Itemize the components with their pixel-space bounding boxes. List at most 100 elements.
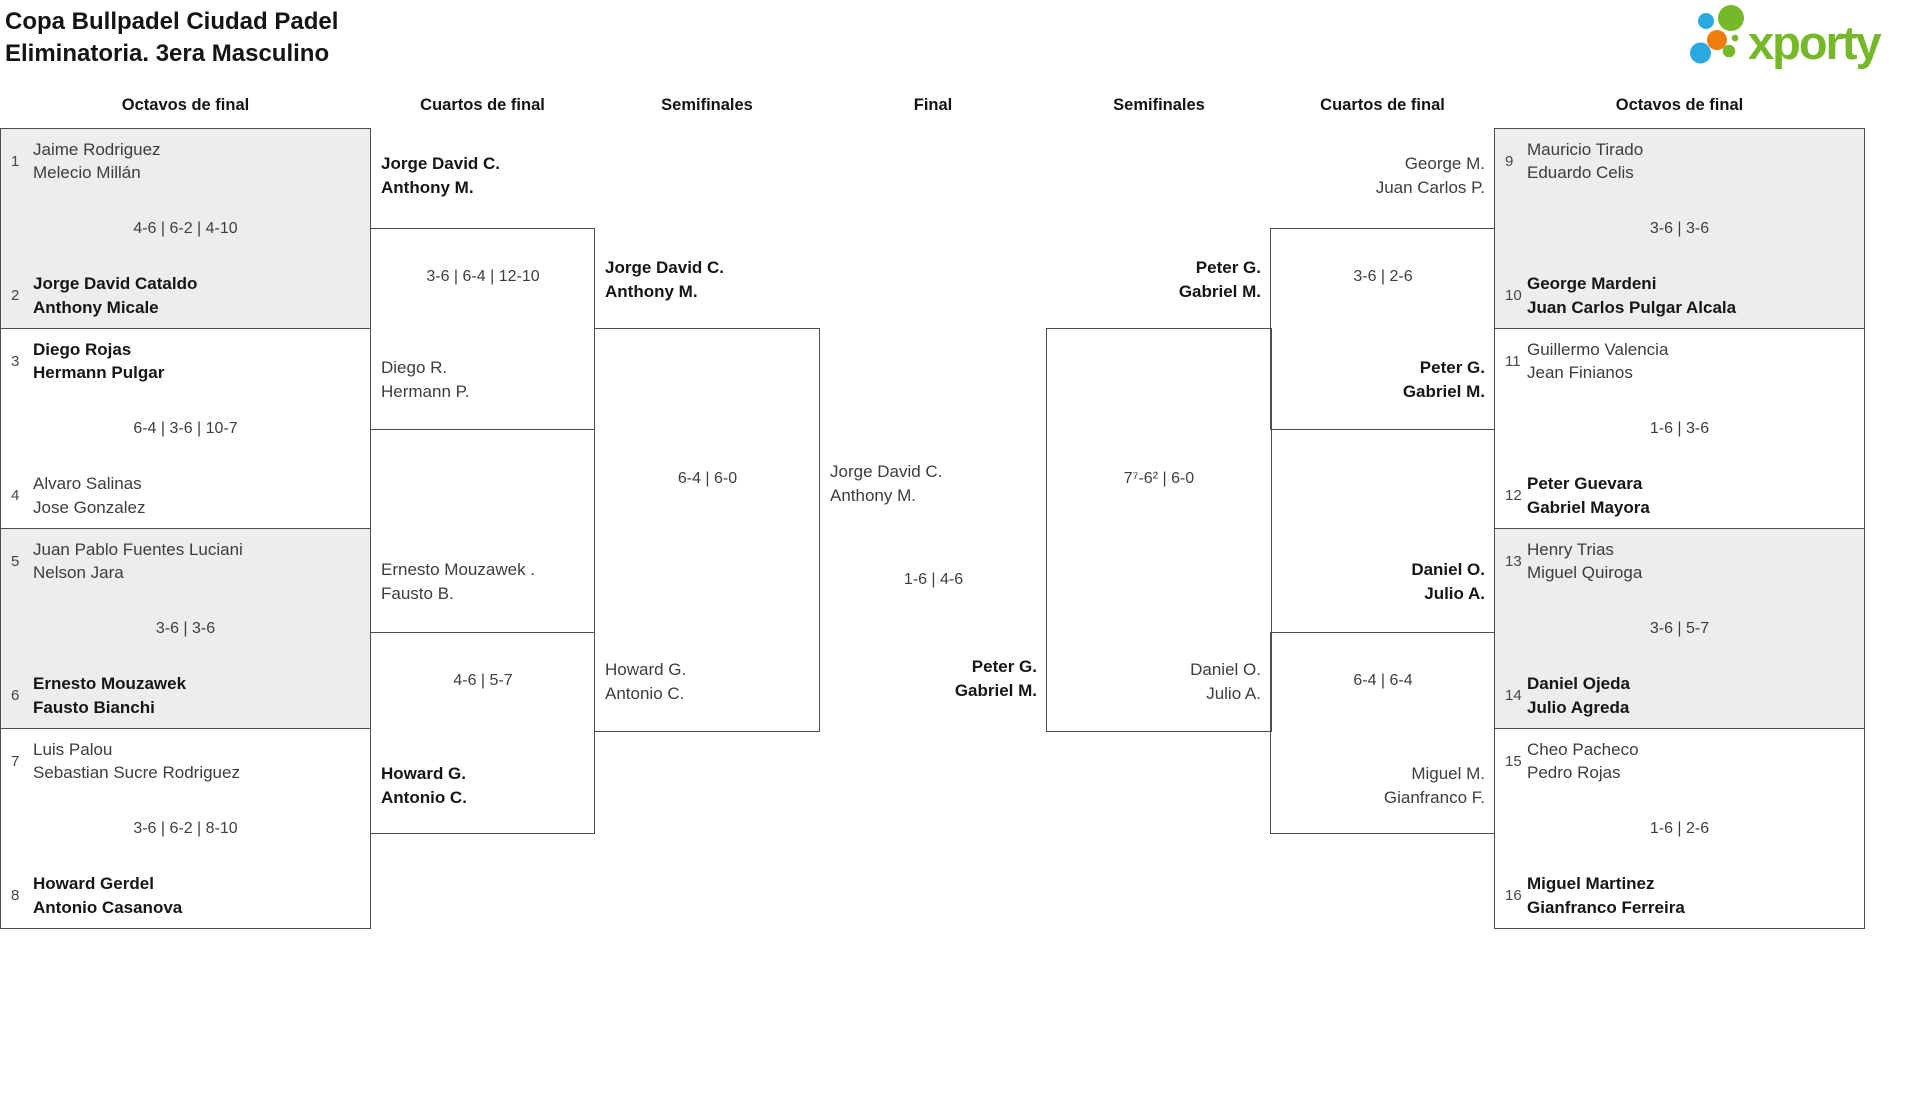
xporty-logo[interactable]: xporty	[1688, 4, 1918, 74]
player-name: Alvaro Salinas	[33, 474, 142, 494]
player-name: Anthony Micale	[33, 297, 159, 317]
player-name: Ernesto Mouzawek	[33, 674, 187, 694]
match-row-3-4: 3 Diego Rojas Hermann Pulgar 6-4 | 3-6 |…	[1, 329, 370, 529]
team-names: Alvaro Salinas Jose Gonzalez	[33, 472, 145, 519]
player-name: Jorge David Cataldo	[33, 274, 198, 294]
player-name: Peter G.	[1195, 258, 1261, 277]
player-name: Ernesto Mouzawek .	[381, 560, 536, 579]
team-entry: 8 Howard Gerdel Antonio Casanova	[11, 872, 360, 919]
qf-right-1-score: 3-6 | 2-6	[1353, 268, 1413, 285]
player-name: Pedro Rojas	[1527, 763, 1621, 783]
seed-number: 3	[11, 352, 20, 370]
player-name: Nelson Jara	[33, 563, 124, 583]
round-header-r16-left: Octavos de final	[121, 96, 250, 114]
team-names: Peter Guevara Gabriel Mayora	[1527, 472, 1650, 519]
player-name: Peter G.	[1419, 358, 1485, 377]
team-entry: 2 Jorge David Cataldo Anthony Micale	[11, 272, 360, 319]
match-row-5-6: 5 Juan Pablo Fuentes Luciani Nelson Jara…	[1, 529, 370, 729]
team-entry: 11 Guillermo Valencia Jean Finianos	[1505, 338, 1854, 385]
player-name: Diego Rojas	[33, 340, 132, 359]
team-entry: 5 Juan Pablo Fuentes Luciani Nelson Jara	[11, 538, 360, 585]
team-names: Jaime Rodriguez Melecio Millán	[33, 138, 161, 185]
player-name: Daniel O.	[1411, 560, 1485, 579]
team-names: Diego Rojas Hermann Pulgar	[33, 338, 164, 385]
bracket-subtitle: Eliminatoria. 3era Masculino	[5, 39, 330, 67]
player-name: Miguel M.	[1411, 764, 1485, 783]
player-name: Anthony M.	[381, 177, 474, 197]
sf-right-bottom-team: Daniel O. Julio A.	[1047, 658, 1261, 706]
logo-dots-icon: xporty	[1690, 5, 1884, 69]
match-row-13-14: 13 Henry Trias Miguel Quiroga 3-6 | 5-7 …	[1495, 529, 1864, 729]
player-name: Fausto B.	[381, 583, 454, 603]
player-name: Miguel Quiroga	[1527, 563, 1643, 583]
player-name: Anthony M.	[830, 485, 916, 505]
qf-right-2-score: 6-4 | 6-4	[1353, 672, 1413, 689]
team-entry: 16 Miguel Martinez Gianfranco Ferreira	[1505, 872, 1854, 919]
match-row-15-16: 15 Cheo Pacheco Pedro Rojas 1-6 | 2-6 16…	[1495, 729, 1864, 928]
player-name: George M.	[1404, 154, 1485, 173]
tournament-name: Copa Bullpadel Ciudad Padel	[5, 8, 339, 35]
team-entry: 10 George Mardeni Juan Carlos Pulgar Alc…	[1505, 272, 1854, 319]
seed-number: 7	[11, 752, 20, 770]
seed-number: 2	[11, 287, 20, 305]
qf-left-1-top-team: Jorge David C. Anthony M.	[381, 152, 500, 200]
player-name: Gabriel M.	[1402, 381, 1485, 401]
final-left-team: Jorge David C. Anthony M.	[830, 460, 942, 508]
team-names: Mauricio Tirado Eduardo Celis	[1527, 138, 1643, 185]
player-name: Jorge David C.	[381, 154, 501, 173]
team-names: Jorge David Cataldo Anthony Micale	[33, 272, 197, 319]
player-name: Howard G.	[605, 660, 687, 679]
match-score: 4-6 | 6-2 | 4-10	[133, 219, 238, 237]
seed-number: 15	[1505, 752, 1522, 770]
player-name: Antonio Casanova	[33, 897, 183, 917]
round-header-qf-right: Cuartos de final	[1320, 96, 1445, 114]
team-entry: 3 Diego Rojas Hermann Pulgar	[11, 338, 360, 385]
seed-number: 12	[1505, 487, 1522, 505]
seed-number: 5	[11, 552, 20, 570]
team-names: Juan Pablo Fuentes Luciani Nelson Jara	[33, 538, 243, 585]
seed-number: 11	[1505, 352, 1521, 370]
team-names: Cheo Pacheco Pedro Rojas	[1527, 738, 1639, 785]
match-score: 1-6 | 3-6	[1649, 419, 1710, 437]
match-row-11-12: 11 Guillermo Valencia Jean Finianos 1-6 …	[1495, 329, 1864, 529]
player-name: Luis Palou	[33, 740, 113, 759]
player-name: Gabriel M.	[954, 680, 1037, 700]
team-names: Luis Palou Sebastian Sucre Rodriguez	[33, 738, 240, 785]
player-name: Gianfranco Ferreira	[1527, 897, 1685, 917]
team-names: George Mardeni Juan Carlos Pulgar Alcala	[1527, 272, 1736, 319]
player-name: Hermann P.	[381, 381, 470, 401]
match-score: 3-6 | 6-2 | 8-10	[133, 819, 238, 837]
team-names: Howard Gerdel Antonio Casanova	[33, 872, 182, 919]
player-name: Diego R.	[381, 358, 448, 377]
player-name: Fausto Bianchi	[33, 697, 155, 717]
match-score: 3-6 | 3-6	[155, 619, 216, 637]
player-name: Julio Agreda	[1527, 697, 1630, 717]
round-header-sf-right: Semifinales	[1113, 96, 1205, 114]
player-name: Jorge David C.	[830, 462, 943, 481]
team-entry: 15 Cheo Pacheco Pedro Rojas	[1505, 738, 1854, 785]
team-entry: 7 Luis Palou Sebastian Sucre Rodriguez	[11, 738, 360, 785]
round-header-qf-left: Cuartos de final	[420, 96, 545, 114]
seed-number: 14	[1505, 687, 1522, 705]
player-name: Julio A.	[1206, 683, 1261, 703]
sf-right-top-team: Peter G. Gabriel M.	[1047, 256, 1261, 304]
logo-wordmark: xporty	[1748, 16, 1882, 69]
qf-right-2-top-team: Daniel O. Julio A.	[1271, 558, 1485, 606]
player-name: Antonio C.	[381, 787, 467, 807]
match-score: 6-4 | 3-6 | 10-7	[133, 419, 238, 437]
player-name: Gabriel Mayora	[1527, 497, 1650, 517]
player-name: Antonio C.	[605, 683, 685, 703]
qf-right-2-bottom-team: Miguel M. Gianfranco F.	[1271, 762, 1485, 810]
team-entry: 12 Peter Guevara Gabriel Mayora	[1505, 472, 1854, 519]
player-name: Cheo Pacheco	[1527, 740, 1639, 759]
seed-number: 8	[11, 887, 20, 905]
seed-number: 4	[11, 487, 20, 505]
qf-left-2-score: 4-6 | 5-7	[453, 672, 513, 689]
semifinal-right-box	[1046, 328, 1272, 732]
match-score: 1-6 | 2-6	[1649, 819, 1710, 837]
seed-number: 6	[11, 687, 20, 705]
player-name: Henry Trias	[1527, 540, 1614, 559]
player-name: Eduardo Celis	[1527, 163, 1634, 183]
player-name: Julio A.	[1424, 583, 1485, 603]
